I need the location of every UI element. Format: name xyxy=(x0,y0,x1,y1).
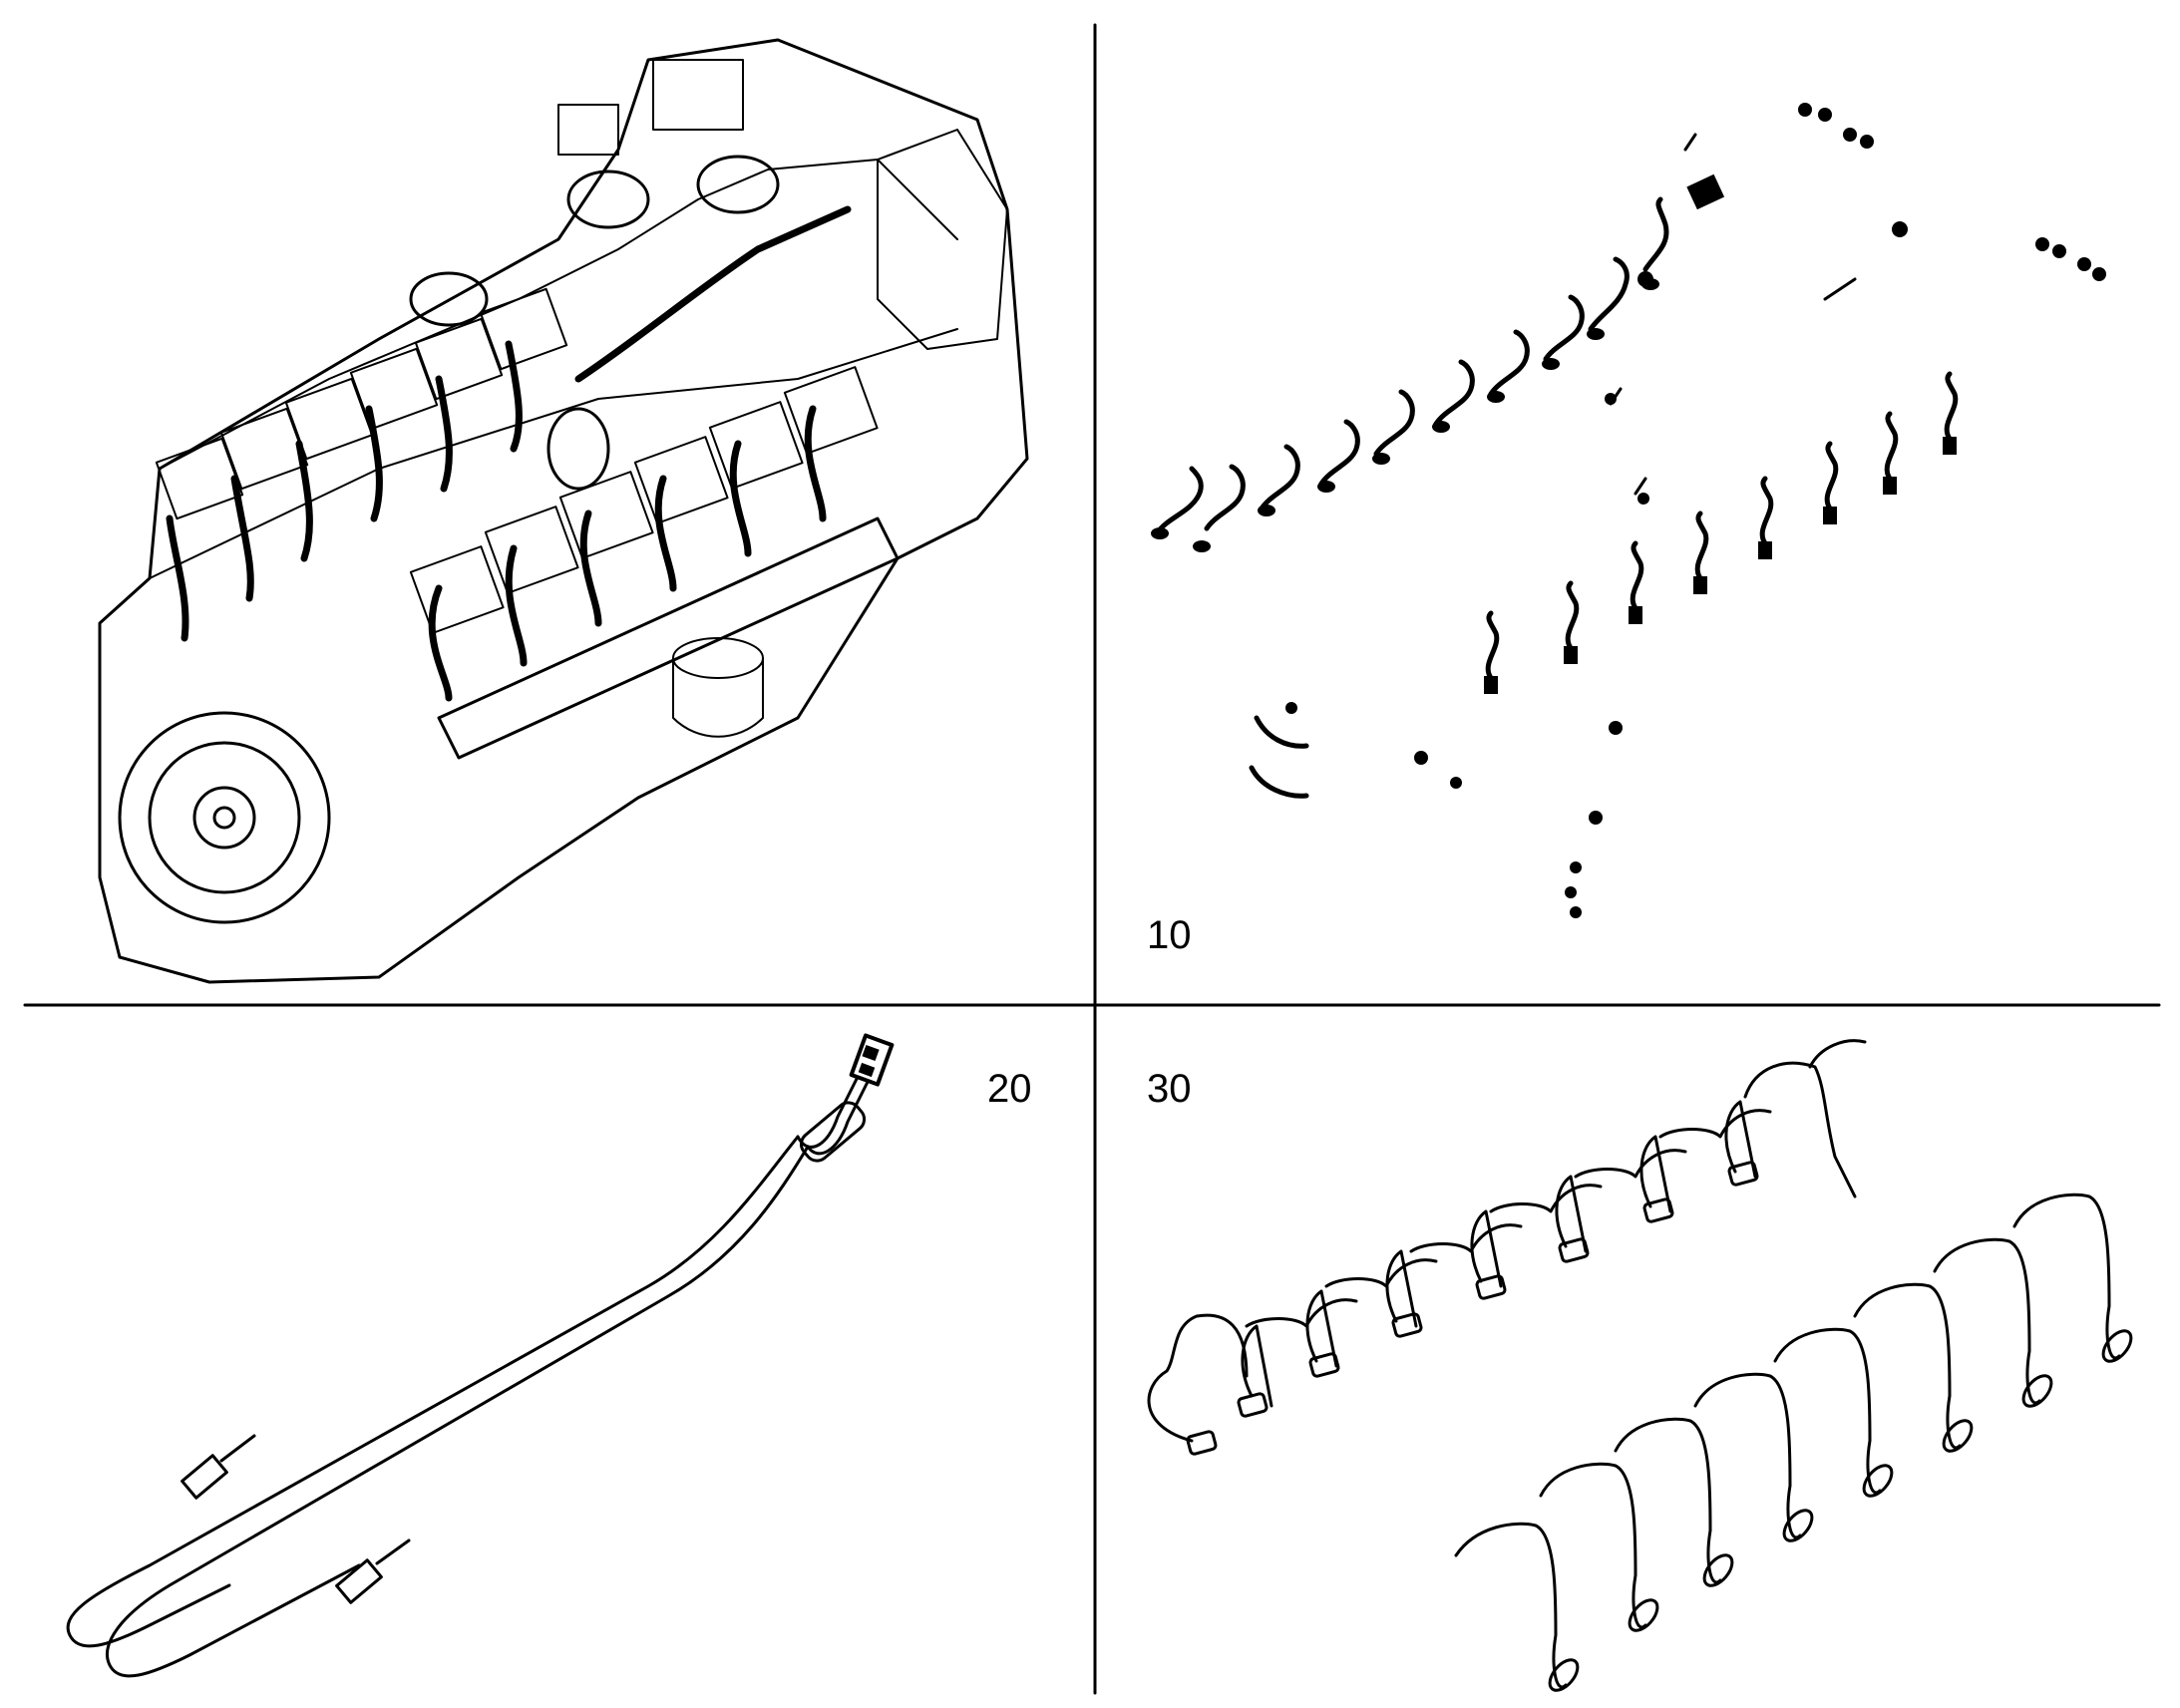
callout-item-30: 30 xyxy=(1147,1067,1192,1111)
callout-item-20: 20 xyxy=(987,1067,1032,1111)
thermocouple-harness-item-20 xyxy=(66,1033,895,1678)
callout-item-10: 10 xyxy=(1147,913,1192,957)
engine-assembly-illustration xyxy=(98,38,1029,984)
quadrant-dividers xyxy=(23,23,2161,1695)
cylinder-leads-item-30 xyxy=(1147,1039,2133,1692)
exploded-parts-item-10 xyxy=(1151,103,2106,918)
